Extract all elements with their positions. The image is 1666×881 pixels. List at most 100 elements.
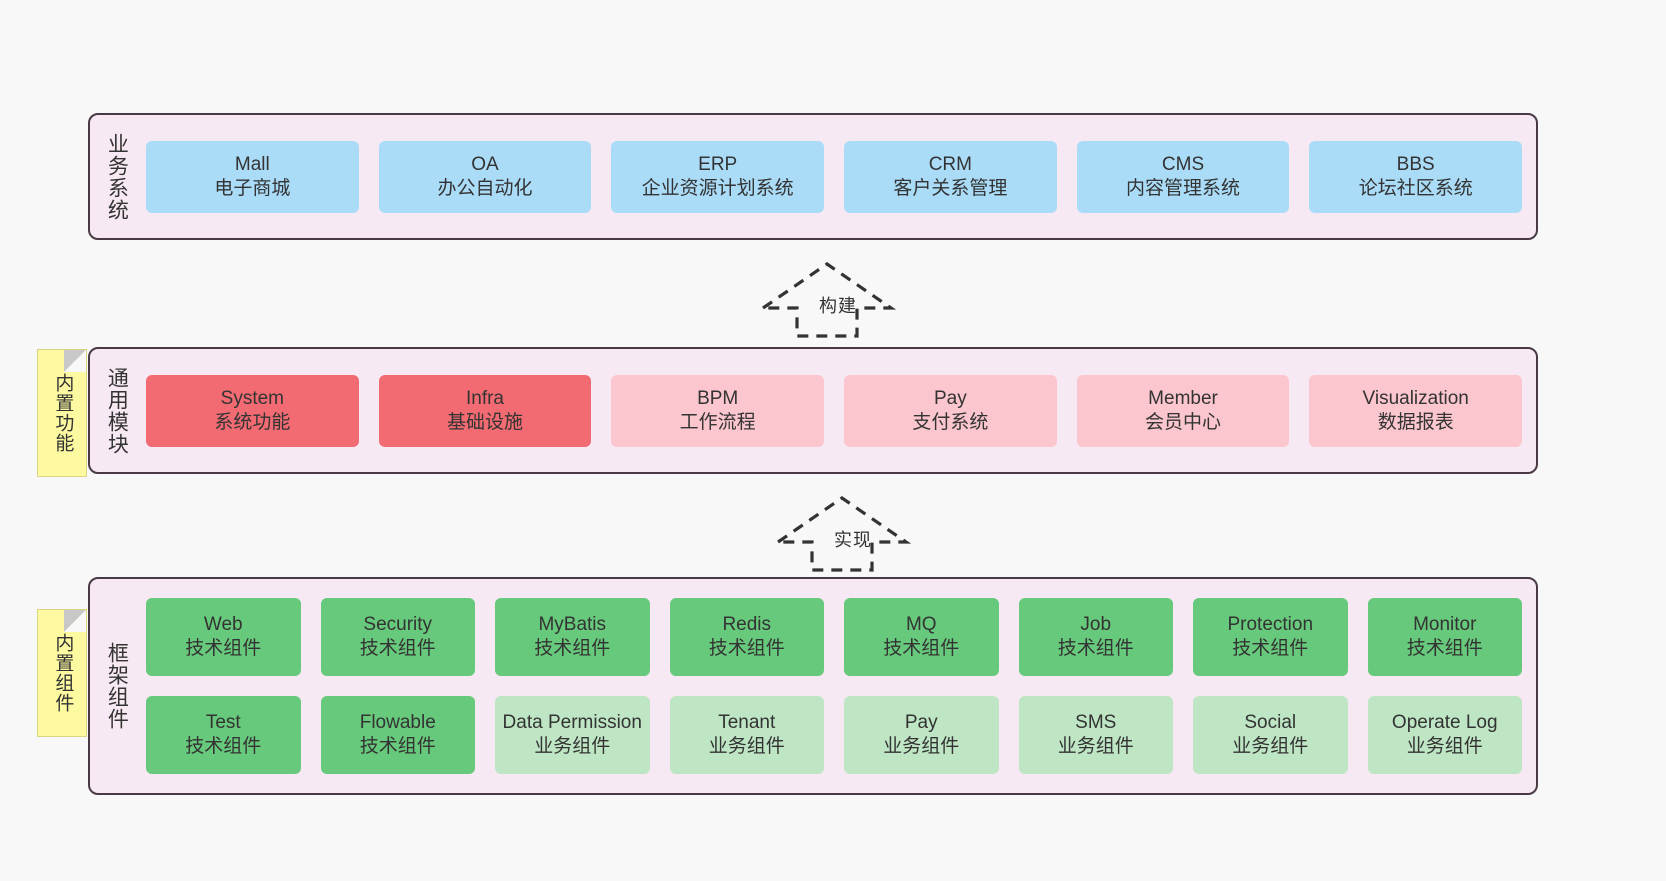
node-title: Member	[1148, 387, 1218, 409]
node-subtitle: 业务组件	[1057, 736, 1134, 757]
layer-common-modules: 通用模块 System 系统功能 Infra 基础设施 BPM 工作流程 Pay…	[88, 347, 1538, 474]
layer-row: System 系统功能 Infra 基础设施 BPM 工作流程 Pay 支付系统…	[146, 374, 1523, 447]
node-title: Pay	[904, 712, 938, 734]
node-title: Tenant	[718, 712, 776, 734]
node-title: MQ	[905, 614, 937, 636]
node-visualization[interactable]: Visualization 数据报表	[1309, 374, 1523, 447]
layer-row: Web 技术组件 Security 技术组件 MyBatis 技术组件 Redi…	[146, 598, 1522, 676]
node-mall[interactable]: Mall 电子商城	[146, 140, 359, 213]
node-title: Social	[1244, 712, 1297, 734]
node-title: SMS	[1075, 712, 1117, 734]
node-title: Web	[203, 614, 243, 636]
node-subtitle: 论坛社区系统	[1358, 177, 1473, 199]
node-title: Infra	[465, 387, 505, 409]
node-subtitle: 基础设施	[447, 411, 524, 433]
node-title: Test	[205, 712, 241, 734]
node-system[interactable]: System 系统功能	[146, 374, 359, 447]
node-subtitle: 客户关系管理	[893, 177, 1008, 199]
node-subtitle: 工作流程	[679, 411, 756, 433]
node-title: Pay	[933, 387, 967, 409]
node-subtitle: 系统功能	[214, 411, 291, 433]
node-job[interactable]: Job 技术组件	[1018, 598, 1173, 676]
node-redis[interactable]: Redis 技术组件	[669, 598, 824, 676]
layer-business-systems: 业务系统 Mall 电子商城 OA 办公自动化 ERP 企业资源计划系统 CRM…	[88, 113, 1538, 240]
node-mybatis[interactable]: MyBatis 技术组件	[495, 598, 650, 676]
node-operate-log[interactable]: Operate Log 业务组件	[1367, 696, 1522, 774]
node-tenant[interactable]: Tenant 业务组件	[669, 696, 824, 774]
layer-label-business-systems: 业务系统	[105, 132, 129, 221]
node-subtitle: 内容管理系统	[1126, 177, 1241, 199]
node-subtitle: 电子商城	[214, 177, 291, 199]
node-member[interactable]: Member 会员中心	[1076, 374, 1290, 447]
layer-label-framework-components: 框架组件	[105, 642, 129, 730]
node-subtitle: 技术组件	[185, 638, 262, 659]
node-pay-component[interactable]: Pay 业务组件	[844, 696, 999, 774]
node-title: Security	[363, 614, 433, 636]
node-pay-module[interactable]: Pay 支付系统	[844, 374, 1057, 447]
node-cms[interactable]: CMS 内容管理系统	[1076, 140, 1290, 213]
node-subtitle: 企业资源计划系统	[641, 177, 794, 199]
node-subtitle: 办公自动化	[437, 177, 533, 199]
node-title: Visualization	[1362, 387, 1469, 409]
node-infra[interactable]: Infra 基础设施	[378, 374, 592, 447]
node-subtitle: 技术组件	[1406, 638, 1483, 659]
arrow-implement-label: 实现	[834, 530, 872, 550]
node-monitor[interactable]: Monitor 技术组件	[1367, 598, 1522, 676]
arrow-implement: 实现	[772, 492, 912, 574]
node-test[interactable]: Test 技术组件	[146, 696, 301, 774]
node-title: ERP	[698, 153, 738, 175]
node-title: Operate Log	[1391, 712, 1498, 734]
node-title: CMS	[1161, 153, 1205, 175]
node-crm[interactable]: CRM 客户关系管理	[844, 140, 1057, 213]
node-title: Data Permission	[502, 712, 642, 734]
arrow-build-label: 构建	[819, 296, 857, 316]
node-subtitle: 技术组件	[534, 638, 611, 659]
node-security[interactable]: Security 技术组件	[320, 598, 475, 676]
node-subtitle: 会员中心	[1145, 411, 1222, 433]
node-title: BPM	[697, 387, 739, 409]
node-title: MyBatis	[538, 614, 607, 636]
node-web[interactable]: Web 技术组件	[146, 598, 301, 676]
node-title: Flowable	[359, 712, 436, 734]
node-subtitle: 技术组件	[185, 736, 262, 757]
node-title: Mall	[234, 153, 270, 175]
node-protection[interactable]: Protection 技术组件	[1193, 598, 1348, 676]
node-title: Job	[1080, 614, 1112, 636]
node-sms[interactable]: SMS 业务组件	[1018, 696, 1173, 774]
node-mq[interactable]: MQ 技术组件	[844, 598, 999, 676]
node-subtitle: 技术组件	[1232, 638, 1309, 659]
node-subtitle: 技术组件	[359, 736, 436, 757]
node-subtitle: 业务组件	[708, 736, 785, 757]
node-subtitle: 业务组件	[534, 736, 611, 757]
node-erp[interactable]: ERP 企业资源计划系统	[611, 140, 825, 213]
layer-row: Test 技术组件 Flowable 技术组件 Data Permission …	[146, 696, 1522, 774]
node-title: Redis	[722, 614, 772, 636]
node-subtitle: 技术组件	[359, 638, 436, 659]
layer-body-common-modules: System 系统功能 Infra 基础设施 BPM 工作流程 Pay 支付系统…	[142, 349, 1536, 472]
layer-label-common-modules: 通用模块	[105, 366, 129, 455]
node-subtitle: 业务组件	[1232, 736, 1309, 757]
node-subtitle: 技术组件	[883, 638, 960, 659]
node-social[interactable]: Social 业务组件	[1193, 696, 1348, 774]
layer-body-business-systems: Mall 电子商城 OA 办公自动化 ERP 企业资源计划系统 CRM 客户关系…	[142, 115, 1536, 238]
note-builtin-components: 内置组件	[37, 609, 87, 737]
node-data-permission[interactable]: Data Permission 业务组件	[495, 696, 650, 774]
node-subtitle: 业务组件	[883, 736, 960, 757]
node-title: OA	[471, 153, 499, 175]
node-oa[interactable]: OA 办公自动化	[378, 140, 592, 213]
node-title: Monitor	[1413, 614, 1477, 636]
node-subtitle: 技术组件	[1057, 638, 1134, 659]
node-flowable[interactable]: Flowable 技术组件	[320, 696, 475, 774]
node-bbs[interactable]: BBS 论坛社区系统	[1309, 140, 1523, 213]
node-subtitle: 数据报表	[1377, 411, 1454, 433]
layer-body-framework-components: Web 技术组件 Security 技术组件 MyBatis 技术组件 Redi…	[142, 579, 1536, 793]
node-title: BBS	[1396, 153, 1435, 175]
arrow-build: 构建	[757, 258, 897, 340]
node-subtitle: 技术组件	[708, 638, 785, 659]
node-bpm[interactable]: BPM 工作流程	[611, 374, 825, 447]
node-subtitle: 支付系统	[912, 411, 989, 433]
note-builtin-functions: 内置功能	[37, 349, 87, 477]
node-subtitle: 业务组件	[1406, 736, 1483, 757]
node-title: System	[220, 387, 285, 409]
